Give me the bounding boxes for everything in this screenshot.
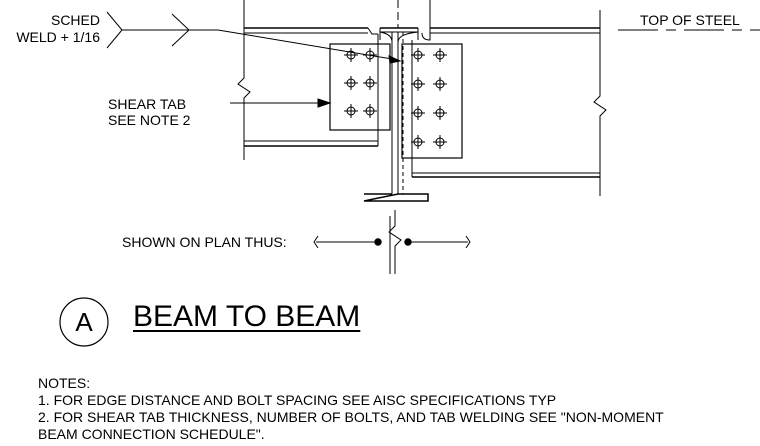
plan-symbol-right-break: [465, 235, 471, 249]
weld-symbol-tail: [106, 11, 123, 49]
bolt-symbol: [363, 48, 377, 62]
girder-break-line: [388, 210, 402, 274]
bolt-symbol: [344, 76, 358, 90]
bolt-symbol: [433, 135, 447, 149]
weld-label-line2: WELD + 1/16: [16, 29, 100, 45]
shear-tab-leader-arrow: [317, 98, 332, 108]
bolt-symbol: [433, 48, 447, 62]
bolt-symbol: [411, 48, 425, 62]
right-beam-break-line: [593, 10, 607, 196]
note-item: 2. FOR SHEAR TAB THICKNESS, NUMBER OF BO…: [38, 409, 664, 425]
shear-tab-label-line1: SHEAR TAB: [108, 96, 187, 112]
notes-heading: NOTES:: [38, 375, 91, 391]
bolt-symbol: [363, 104, 377, 118]
shear-tab-label-line2: SEE NOTE 2: [108, 112, 191, 128]
girder-top-fillet: [379, 31, 419, 43]
shear-tab-right: [401, 43, 463, 159]
top-of-steel-label: TOP OF STEEL: [640, 12, 740, 28]
weld-leader-arrowhead: [388, 55, 402, 64]
note-item: BEAM CONNECTION SCHEDULE".: [38, 426, 265, 442]
right-beam-cope: [421, 28, 431, 41]
notes-block: NOTES: 1. FOR EDGE DISTANCE AND BOLT SPA…: [38, 375, 664, 443]
bolt-symbol: [411, 106, 425, 120]
shown-on-plan-label: SHOWN ON PLAN THUS:: [122, 234, 287, 250]
bolt-symbol: [344, 104, 358, 118]
left-beam-cope-top: [367, 27, 378, 35]
detail-letter: A: [75, 306, 93, 337]
girder-bottom-flange: [363, 193, 429, 202]
plan-symbol-left-dot: [374, 238, 382, 246]
detail-circle: [59, 297, 109, 347]
note-item: 1. FOR EDGE DISTANCE AND BOLT SPACING SE…: [38, 392, 557, 408]
bolt-symbol: [411, 77, 425, 91]
bolt-symbol: [433, 106, 447, 120]
bolt-symbol: [433, 77, 447, 91]
bolt-symbol: [363, 76, 377, 90]
shear-tab-left: [329, 43, 391, 131]
bolt-symbol: [344, 48, 358, 62]
left-beam-break-line: [237, 0, 251, 160]
fillet-weld-triangle: [171, 13, 190, 47]
detail-title: BEAM TO BEAM: [133, 300, 361, 333]
plan-symbol-left-break: [313, 235, 319, 249]
weld-label-line1: SCHED: [50, 12, 100, 28]
bolt-symbol: [411, 135, 425, 149]
